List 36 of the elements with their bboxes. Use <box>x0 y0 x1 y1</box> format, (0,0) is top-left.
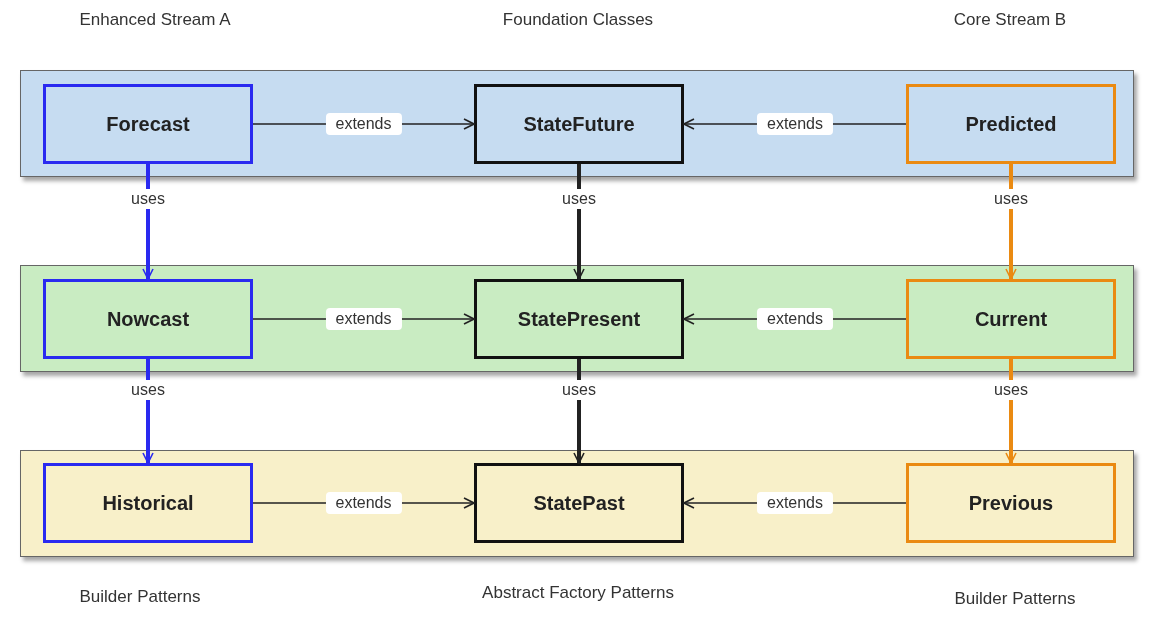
class-name: Previous <box>968 491 1054 515</box>
class-name: StateFuture <box>523 112 635 136</box>
edge-label: extends <box>757 113 833 135</box>
column-heading: Enhanced Stream A <box>78 9 232 31</box>
arrow <box>142 164 154 280</box>
class-name: Nowcast <box>106 307 190 331</box>
edge-label: extends <box>757 492 833 514</box>
class-box <box>43 84 253 164</box>
band-background <box>20 70 1134 177</box>
pattern-caption: Abstract Factory Patterns <box>481 582 675 604</box>
class-box <box>43 279 253 359</box>
arrow <box>573 164 585 280</box>
class-box <box>906 463 1116 543</box>
class-name: StatePast <box>533 491 625 515</box>
edge-label: extends <box>325 492 402 514</box>
class-name: Predicted <box>965 112 1057 136</box>
class-name: StatePresent <box>517 307 641 331</box>
class-box <box>43 463 253 543</box>
class-box <box>474 279 684 359</box>
band-background <box>20 450 1134 557</box>
class-box <box>906 84 1116 164</box>
column-heading: Core Stream B <box>952 9 1068 31</box>
class-box <box>474 463 684 543</box>
class-box <box>906 279 1116 359</box>
class-name: Forecast <box>106 112 190 136</box>
pattern-caption: Builder Patterns <box>953 588 1077 610</box>
column-heading: Foundation Classes <box>501 9 655 31</box>
band-background <box>20 265 1134 372</box>
pattern-caption: Builder Patterns <box>78 586 202 608</box>
edge-label: extends <box>325 308 402 330</box>
class-box <box>474 84 684 164</box>
class-name: Historical <box>102 491 194 515</box>
class-name: Current <box>974 307 1048 331</box>
edge-label: extends <box>325 113 402 135</box>
edge-label: extends <box>757 308 833 330</box>
arrow <box>1005 164 1017 280</box>
